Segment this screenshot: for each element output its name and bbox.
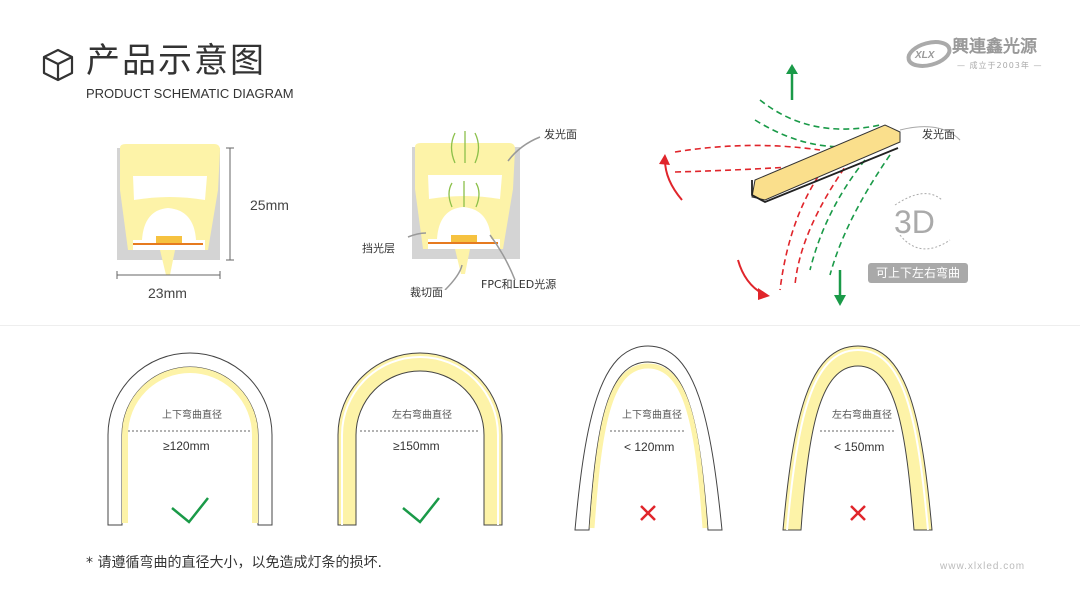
bend-title: 上下弯曲直径 [622,410,682,421]
website: www.xlxled.com [940,561,1026,572]
footer-note: * 请遵循弯曲的直径大小，以免造成灯条的损坏. [86,555,382,571]
bend-title: 上下弯曲直径 [162,410,222,421]
label-3d-emitting-surface: 发光面 [922,128,955,141]
label-emitting-surface: 发光面 [544,128,577,141]
label-shading-layer: 挡光层 [362,242,395,255]
cross-section-diagram [116,144,234,279]
bend-title: 左右弯曲直径 [832,410,892,421]
bend-diagrams [107,345,933,531]
width-dimension: 23mm [148,285,187,301]
label-3d: 3D [894,204,935,240]
cross-icon [640,505,656,521]
section-divider [0,325,1080,326]
brand-tagline: — 成立于2003年 — [957,61,1043,70]
page-subtitle: PRODUCT SCHEMATIC DIAGRAM [86,86,294,101]
bend-value: ≥120mm [163,439,210,453]
cube-icon [42,48,74,82]
bend-value: < 150mm [834,440,885,454]
brand-logo: XLX [906,40,952,68]
bend-value: < 120mm [624,440,675,454]
bend-title: 左右弯曲直径 [392,410,452,421]
cross-icon [850,505,866,521]
structure-diagram [407,131,541,290]
brand-name: 興連鑫光源 [952,37,1037,57]
bend-caption-badge: 可上下左右弯曲 [868,263,968,283]
check-icon [402,497,440,524]
label-cut-surface: 裁切面 [410,286,443,299]
check-icon [171,497,209,524]
bend-value: ≥150mm [393,439,440,453]
3d-bend-diagram [659,64,961,306]
label-fpc-led: FPC和LED光源 [481,278,557,291]
height-dimension: 25mm [250,197,289,213]
svg-text:XLX: XLX [914,50,936,61]
page-title: 产品示意图 [86,41,266,81]
